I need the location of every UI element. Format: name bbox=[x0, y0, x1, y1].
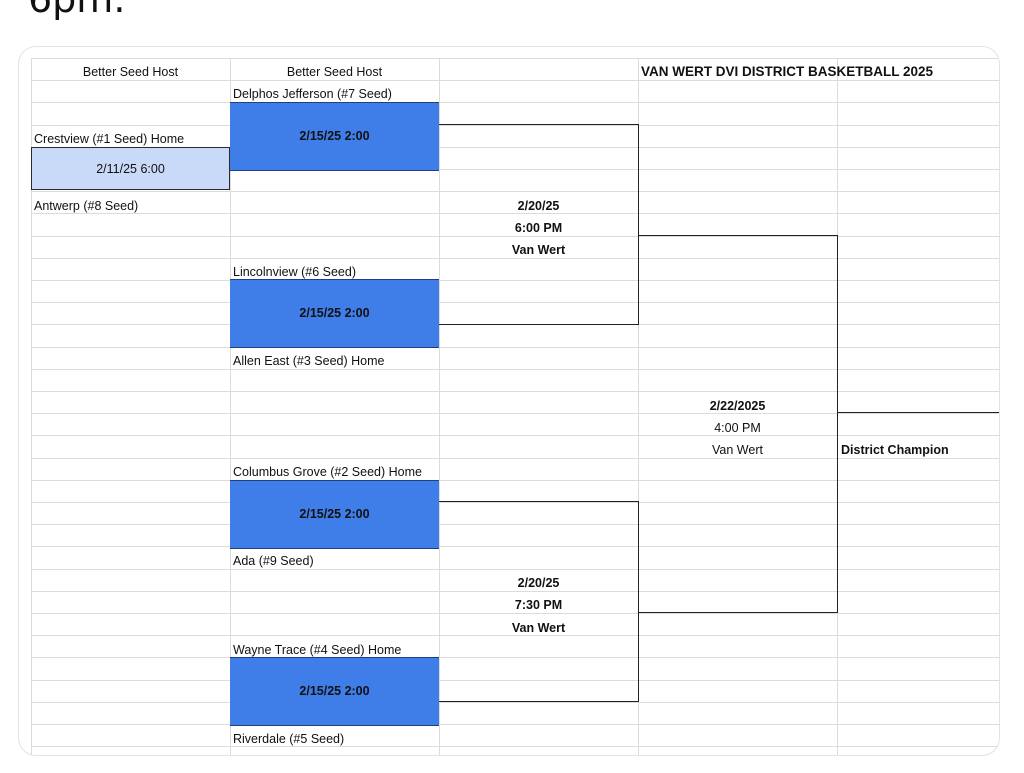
bracket-image-card[interactable]: Better Seed Host Better Seed Host VAN WE… bbox=[18, 46, 1000, 756]
bracket-line-qf4-out bbox=[439, 701, 638, 702]
game-box-qf1: 2/15/25 2:00 bbox=[230, 102, 439, 171]
bracket-line-qf3-out bbox=[439, 501, 638, 502]
bracket-line-semi2-vertical bbox=[638, 501, 639, 702]
bracket-line-final-vertical bbox=[837, 235, 838, 613]
game-date-round1: 2/11/25 6:00 bbox=[96, 162, 165, 176]
semifinal2-date: 2/20/25 bbox=[517, 576, 560, 590]
bracket-line-qf1-out bbox=[439, 124, 638, 125]
semifinal1-time: 6:00 PM bbox=[514, 221, 563, 235]
final-time: 4:00 PM bbox=[714, 421, 761, 435]
final-date: 2/22/2025 bbox=[709, 399, 766, 413]
district-champion-label: District Champion bbox=[841, 443, 949, 457]
team-wayne-trace: Wayne Trace (#4 Seed) Home bbox=[233, 643, 402, 657]
game-date-qf4: 2/15/25 2:00 bbox=[299, 684, 370, 698]
team-antwerp: Antwerp (#8 Seed) bbox=[34, 199, 139, 213]
team-riverdale: Riverdale (#5 Seed) bbox=[233, 732, 345, 746]
game-date-qf3: 2/15/25 2:00 bbox=[299, 507, 370, 521]
game-box-qf4: 2/15/25 2:00 bbox=[230, 657, 439, 726]
semifinal1-site: Van Wert bbox=[511, 243, 566, 257]
bracket-title: VAN WERT DVI DISTRICT BASKETBALL 2025 bbox=[641, 64, 934, 79]
team-crestview: Crestview (#1 Seed) Home bbox=[34, 132, 185, 146]
post-text-fragment: 6pm. bbox=[28, 0, 125, 18]
team-lincolnview: Lincolnview (#6 Seed) bbox=[233, 265, 356, 279]
bracket-line-semi2-out bbox=[638, 612, 837, 613]
team-ada: Ada (#9 Seed) bbox=[233, 554, 314, 568]
game-date-qf2: 2/15/25 2:00 bbox=[299, 306, 370, 320]
bracket-line-qf2-out bbox=[439, 324, 638, 325]
final-site: Van Wert bbox=[712, 443, 763, 457]
semifinal2-site: Van Wert bbox=[511, 621, 566, 635]
team-columbus-grove: Columbus Grove (#2 Seed) Home bbox=[233, 465, 422, 479]
team-delphos-jefferson: Delphos Jefferson (#7 Seed) bbox=[233, 87, 392, 101]
column-header-2: Better Seed Host bbox=[286, 65, 383, 79]
game-box-qf2: 2/15/25 2:00 bbox=[230, 279, 439, 348]
game-box-round1: 2/11/25 6:00 bbox=[31, 147, 230, 190]
team-allen-east: Allen East (#3 Seed) Home bbox=[233, 354, 385, 368]
bracket-line-semi1-vertical bbox=[638, 124, 639, 325]
game-date-qf1: 2/15/25 2:00 bbox=[299, 129, 370, 143]
bracket-line-final-out bbox=[837, 412, 999, 413]
game-box-qf3: 2/15/25 2:00 bbox=[230, 480, 439, 549]
semifinal2-time: 7:30 PM bbox=[514, 598, 563, 612]
column-header-1: Better Seed Host bbox=[82, 65, 179, 79]
bracket-line-semi1-out bbox=[638, 235, 837, 236]
semifinal1-date: 2/20/25 bbox=[517, 199, 560, 213]
